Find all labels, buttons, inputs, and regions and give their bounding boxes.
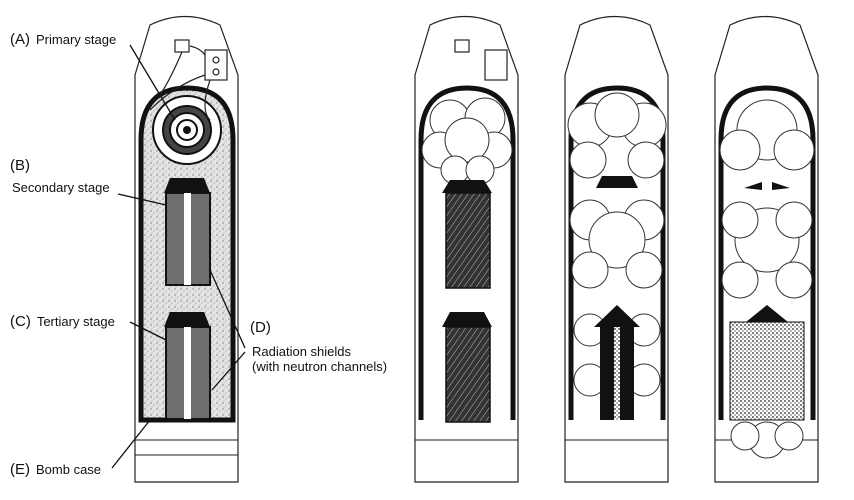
- label-bomb-case: (E) Bomb case: [10, 462, 101, 477]
- label-radiation-shields-letter: (D): [250, 320, 277, 335]
- panel-secondary-ignition: [564, 16, 669, 483]
- detonator-wiring: [149, 39, 228, 121]
- label-case-text: Bomb case: [36, 462, 102, 477]
- label-radiation-shields: Radiation shields (with neutron channels…: [252, 344, 387, 374]
- secondary-stage: [164, 178, 211, 286]
- label-primary-stage: (A) Primary stage: [10, 32, 116, 47]
- tertiary-stage: [164, 312, 211, 420]
- label-tertiary-text: Tertiary stage: [36, 314, 115, 329]
- label-secondary-letter: (B): [10, 157, 30, 174]
- label-primary-letter: (A): [10, 31, 30, 48]
- label-shields-line2: (with neutron channels): [252, 359, 388, 374]
- label-secondary-text: Secondary stage: [12, 180, 110, 195]
- expanding-cloud: [421, 97, 513, 185]
- leader-lines: [111, 44, 246, 469]
- panel-primary-detonation: [414, 16, 519, 483]
- label-shields-line1: Radiation shields: [252, 344, 352, 359]
- label-primary-text: Primary stage: [36, 32, 117, 47]
- label-secondary-stage: Secondary stage: [12, 180, 110, 195]
- label-tertiary-letter: (C): [10, 313, 31, 330]
- label-case-letter: (E): [10, 461, 30, 478]
- primary-stage: [152, 95, 222, 165]
- panel-tertiary-ignition: [714, 16, 819, 483]
- label-secondary-letter-row: (B): [10, 158, 36, 173]
- label-tertiary-stage: (C) Tertiary stage: [10, 314, 115, 329]
- panel-cross-section: [111, 16, 246, 483]
- label-shields-letter: (D): [250, 319, 271, 336]
